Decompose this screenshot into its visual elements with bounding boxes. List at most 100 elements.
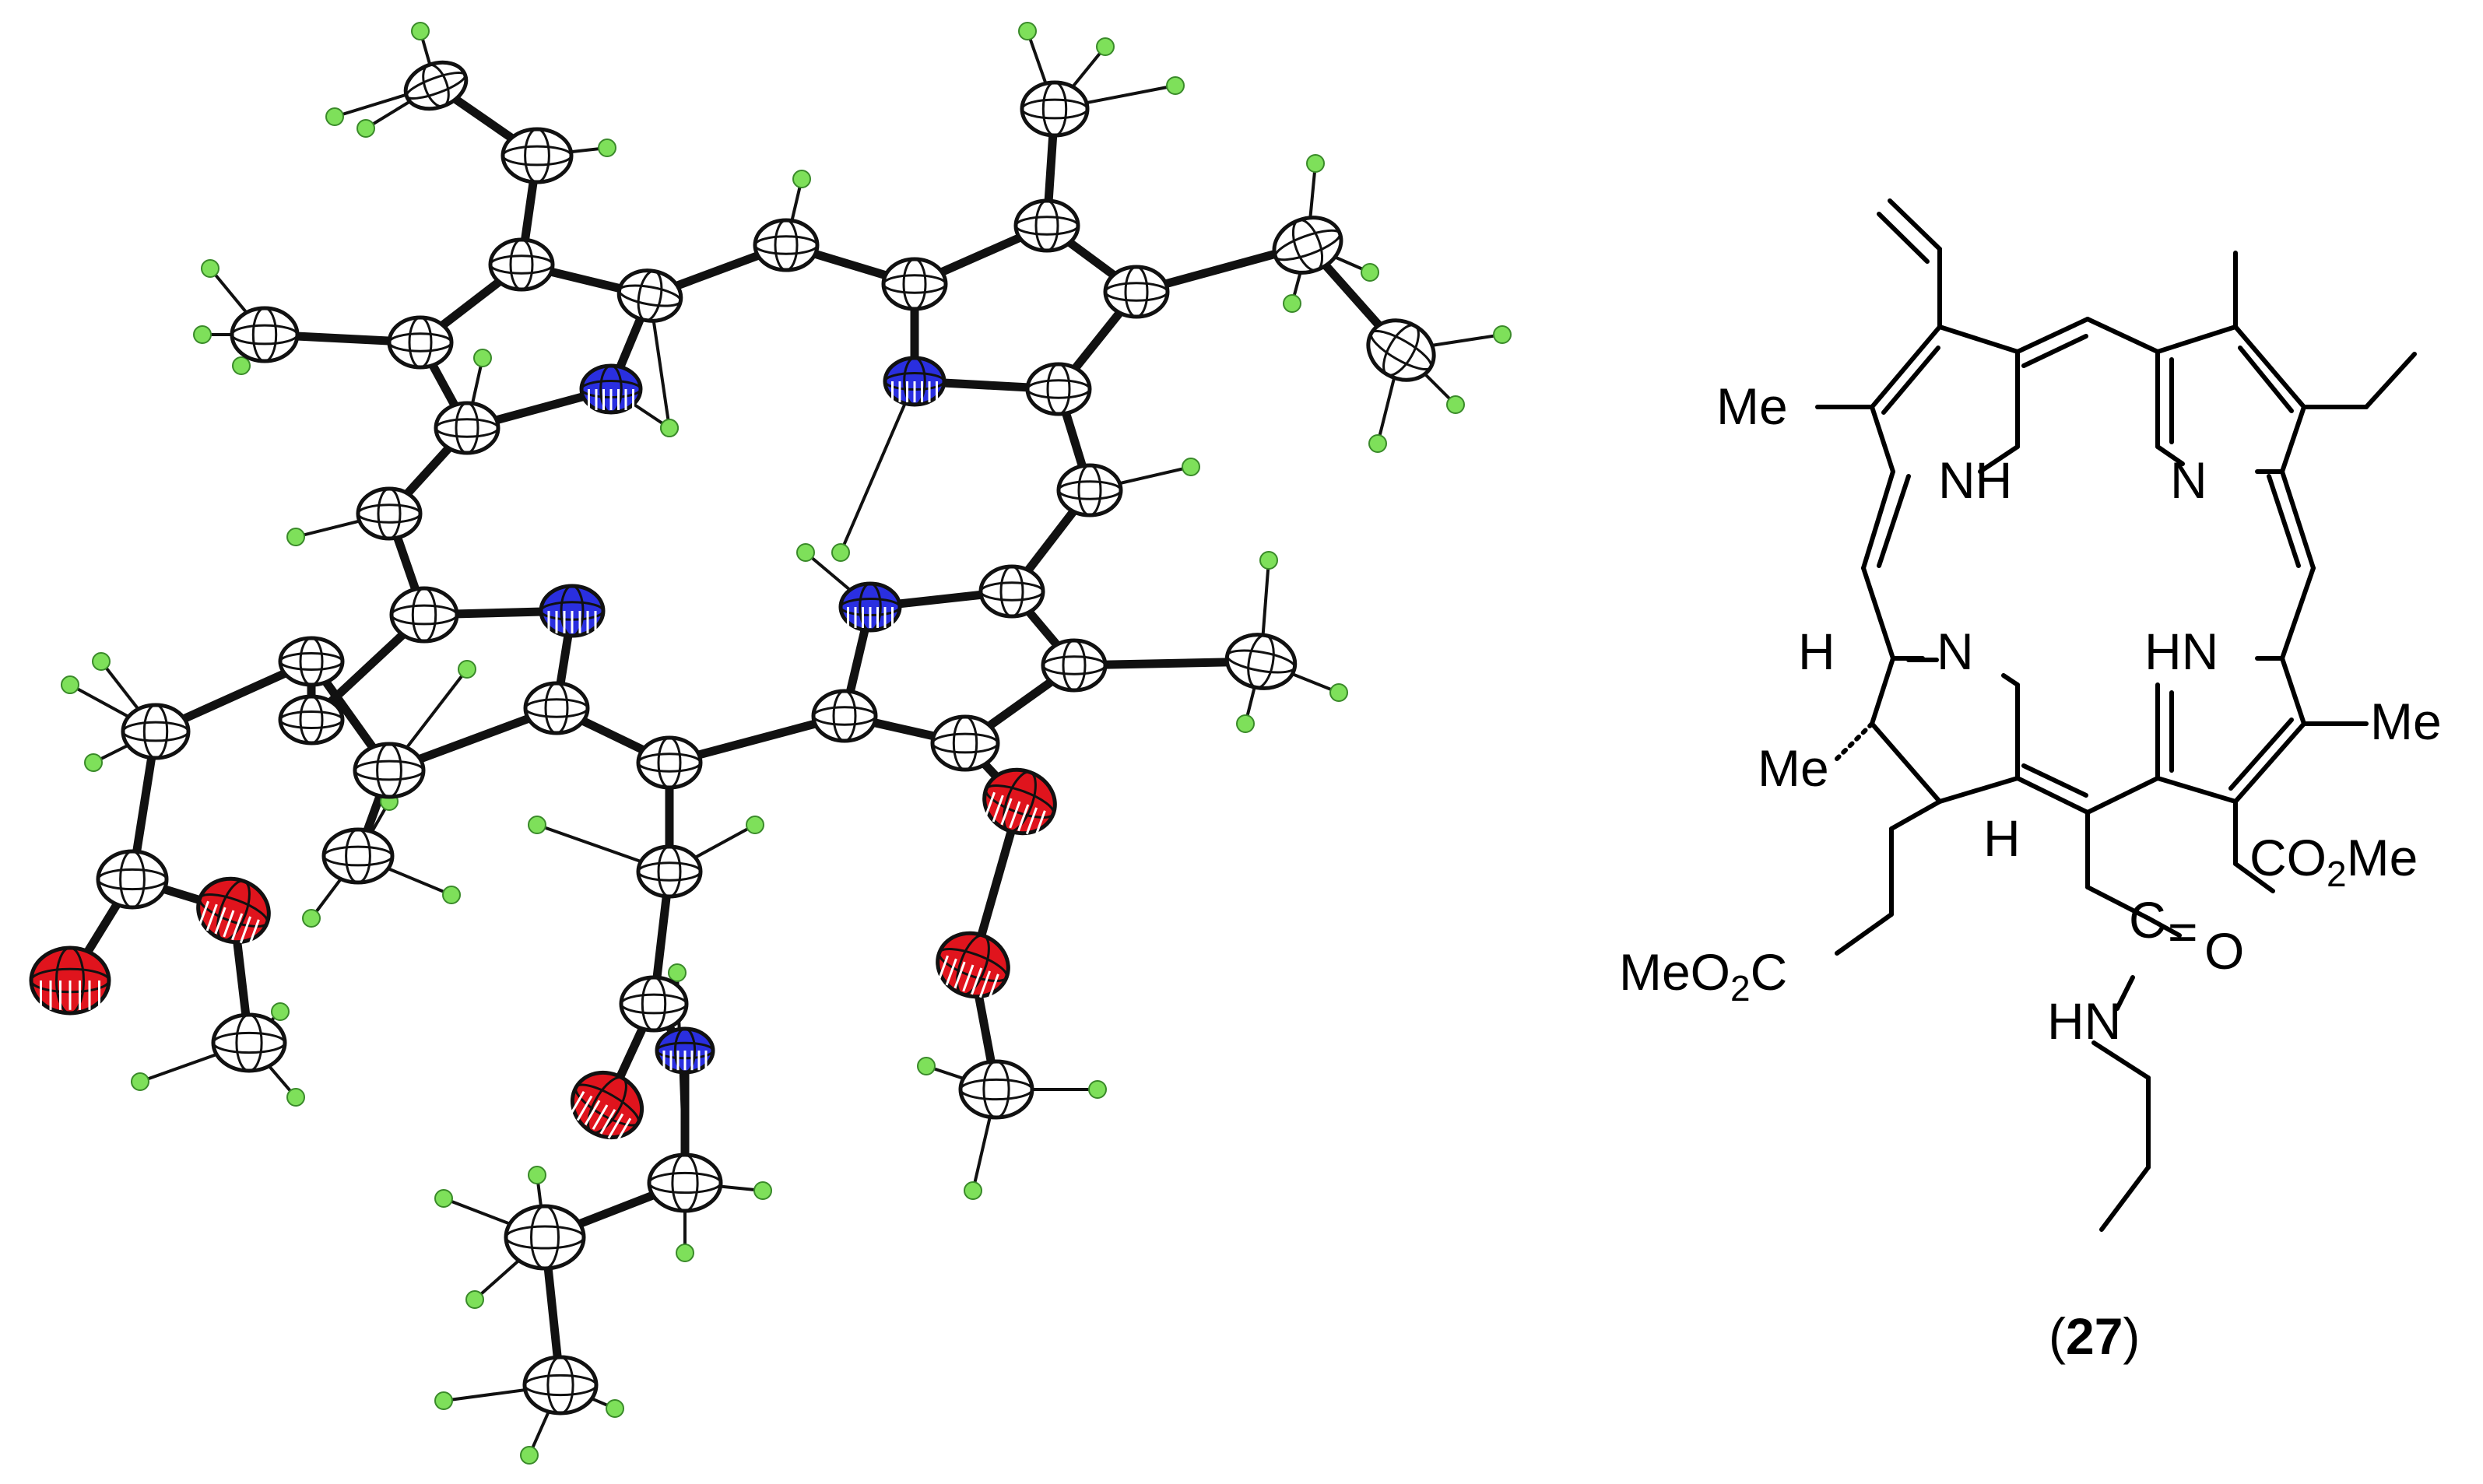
ortep-hydrogen-atom (1306, 154, 1325, 173)
label-amide-c: C (2129, 891, 2166, 949)
ortep-crystal-structure (29, 22, 1512, 1465)
ortep-nitrogen-atom (539, 584, 606, 638)
ortep-hydrogen-atom (232, 356, 251, 375)
label-hn-mid-right: HN (2144, 623, 2218, 680)
label-amide-o: O (2204, 922, 2244, 980)
ortep-carbon-atom (278, 636, 345, 687)
ortep-hydrogen-atom (1088, 1080, 1107, 1099)
label-me-left: Me (1758, 739, 1829, 797)
ortep-carbon-atom (881, 257, 948, 311)
ortep-hydrogen-atom (1166, 76, 1185, 95)
ortep-hydrogen-atom (1283, 294, 1301, 313)
ortep-hydrogen-atom (668, 963, 687, 982)
ortep-hydrogen-atom (1329, 683, 1348, 702)
ortep-oxygen-atom (982, 767, 1057, 838)
ortep-carbon-atom (647, 1152, 723, 1213)
ortep-hydrogen-atom (520, 1446, 539, 1465)
ortep-atoms (29, 22, 1512, 1465)
ortep-hydrogen-atom (434, 1189, 453, 1208)
ortep-carbon-atom (500, 127, 574, 184)
ortep-hydrogen-atom (458, 660, 476, 679)
skeletal-structure (1815, 198, 2417, 1232)
ortep-hydrogen-atom (964, 1181, 982, 1200)
ortep-hydrogen-atom (286, 528, 305, 546)
ortep-nitrogen-atom (579, 363, 643, 415)
ortep-carbon-atom (522, 1355, 599, 1416)
ortep-hydrogen-atom (1259, 551, 1278, 570)
ortep-hydrogen-atom (434, 1391, 453, 1410)
label-n-mid-left: N (1937, 623, 1974, 680)
ortep-hydrogen-atom (676, 1244, 694, 1262)
label-co2me: CO2Me (2249, 829, 2418, 894)
ortep-hydrogen-atom (61, 675, 79, 694)
ortep-carbon-atom (434, 401, 500, 455)
ortep-h-bond (839, 381, 916, 553)
ortep-hydrogen-atom (1361, 263, 1379, 282)
label-n-top: N (2170, 451, 2207, 509)
skeletal-labels: Me NH N H N HN Me Me H CO2Me MeO2C C = O… (1619, 377, 2442, 1365)
ortep-hydrogen-atom (271, 1002, 290, 1021)
ortep-hydrogen-atom (465, 1290, 484, 1309)
ortep-carbon-atom (353, 742, 426, 799)
ortep-hydrogen-atom (302, 909, 321, 928)
label-h-bottom: H (1983, 809, 2021, 867)
ortep-hydrogen-atom (606, 1399, 624, 1418)
ortep-hydrogen-atom (1446, 395, 1465, 414)
ortep-carbon-atom (1013, 198, 1080, 253)
label-h-left: H (1798, 623, 1835, 680)
ortep-hydrogen-atom (660, 419, 679, 437)
label-meo2c: MeO2C (1619, 943, 1787, 1009)
ortep-nitrogen-atom (655, 1026, 715, 1075)
ortep-hydrogen-atom (528, 816, 546, 834)
ortep-hydrogen-atom (473, 349, 492, 367)
ortep-carbon-atom (978, 564, 1045, 619)
ortep-hydrogen-atom (442, 886, 461, 904)
ortep-hydrogen-atom (831, 543, 850, 562)
ortep-hydrogen-atom (528, 1166, 546, 1184)
ortep-carbon-atom (1020, 80, 1090, 138)
ortep-hydrogen-atom (1493, 325, 1512, 344)
ortep-hydrogen-atom (1096, 37, 1115, 56)
ortep-hydrogen-atom (917, 1057, 936, 1075)
ortep-oxygen-atom (568, 1070, 644, 1144)
ortep-hydrogen-atom (411, 22, 430, 40)
ortep-carbon-atom (211, 1012, 287, 1073)
ortep-hydrogen-atom (796, 543, 815, 562)
ortep-carbon-atom (356, 486, 423, 541)
ortep-bonds (65, 81, 1406, 1390)
vinyl-double-bond (1877, 212, 1930, 264)
vinyl-bond-terminal (1888, 198, 1942, 251)
ortep-carbon-atom (753, 218, 820, 272)
ortep-hydrogen-atom (1018, 22, 1037, 40)
label-nh-top: NH (1938, 451, 2012, 509)
ortep-carbon-atom (321, 827, 395, 885)
ortep-carbon-atom (387, 315, 454, 370)
ortep-carbon-atom (96, 849, 169, 910)
ortep-hydrogen-atom (201, 259, 220, 278)
label-amide-double-bond: = (2168, 903, 2198, 960)
ortep-hydrogen-atom (753, 1181, 772, 1200)
ortep-hydrogen-atom (356, 119, 375, 138)
ortep-carbon-atom (1224, 633, 1298, 690)
label-me-right: Me (2370, 693, 2442, 750)
label-me-top-left: Me (1716, 377, 1788, 435)
ortep-oxygen-atom (29, 945, 111, 1016)
ortep-carbon-atom (488, 237, 555, 292)
ortep-carbon-atom (1041, 638, 1108, 693)
ortep-carbon-atom (619, 975, 689, 1033)
ortep-carbon-atom (1272, 216, 1343, 275)
ortep-hydrogen-atom (286, 1088, 305, 1107)
ortep-carbon-atom (121, 703, 191, 760)
ortep-carbon-atom (504, 1204, 586, 1271)
ortep-carbon-atom (811, 689, 878, 743)
ortep-carbon-atom (636, 735, 703, 790)
compound-label: (27) (2049, 1307, 2140, 1365)
ortep-hydrogen-atom (1236, 714, 1255, 733)
ortep-oxygen-atom (936, 931, 1010, 1002)
label-amide-hn: HN (2047, 992, 2121, 1050)
ortep-hydrogen-atom (1182, 458, 1200, 476)
ortep-oxygen-atom (196, 876, 271, 947)
ortep-hydrogen-atom (746, 816, 764, 834)
ortep-carbon-atom (1103, 265, 1170, 319)
